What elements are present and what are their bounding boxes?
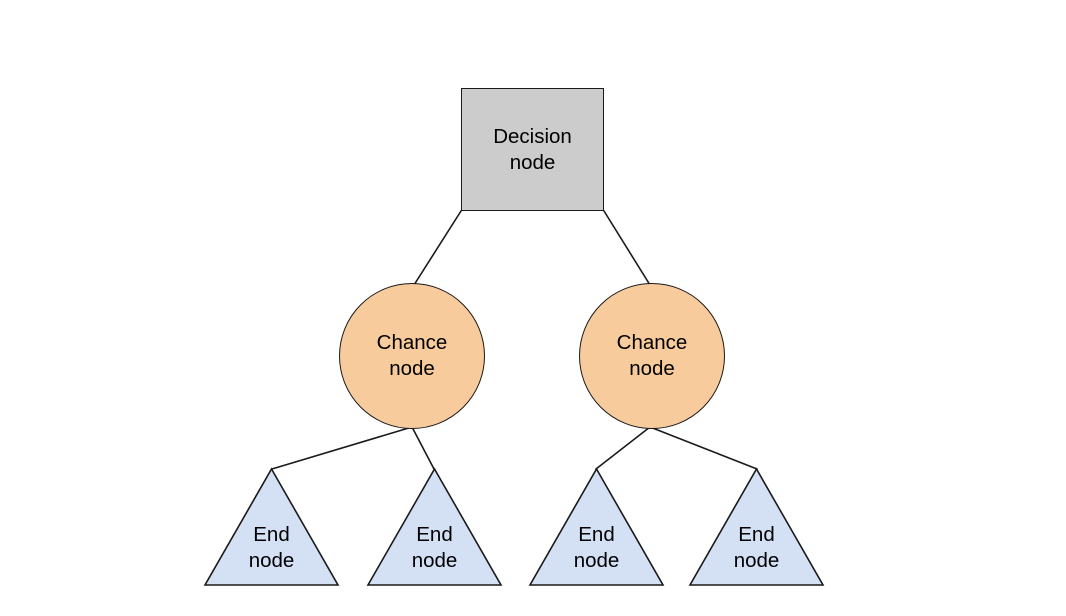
triangle-icon (203, 467, 340, 586)
end-node-1[interactable]: End node (203, 466, 340, 588)
edge-decision-to-chance-left (413, 210, 462, 286)
decision-node[interactable]: Decision node (461, 88, 604, 211)
triangle-icon (366, 467, 503, 586)
chance-node-right[interactable]: Chance node (579, 283, 725, 429)
triangle-icon (688, 467, 825, 586)
edge-chance-left-to-end-2 (411, 426, 435, 470)
end-node-2[interactable]: End node (366, 466, 503, 588)
decision-node-label: Decision node (493, 124, 572, 174)
chance-node-right-label: Chance node (616, 331, 688, 380)
edge-chance-right-to-end-3 (595, 426, 651, 470)
end-node-3[interactable]: End node (528, 466, 665, 588)
edge-decision-to-chance-right (603, 210, 651, 286)
end-node-4[interactable]: End node (688, 466, 825, 588)
chance-node-left-label: Chance node (376, 331, 448, 380)
edge-chance-right-to-end-4 (649, 426, 758, 470)
chance-node-left[interactable]: Chance node (339, 283, 485, 429)
triangle-icon (528, 467, 665, 586)
edge-chance-left-to-end-1 (271, 426, 413, 470)
